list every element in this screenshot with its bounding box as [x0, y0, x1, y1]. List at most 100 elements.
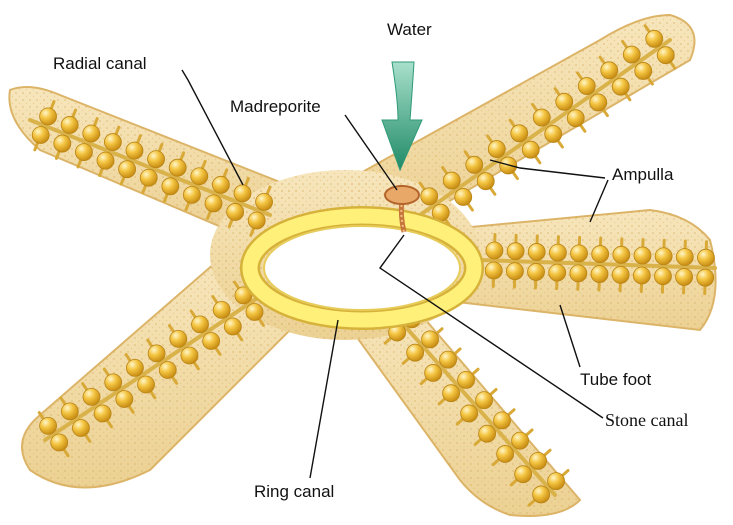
ampulla: [577, 77, 596, 95]
ampulla: [506, 262, 524, 281]
ampullae-rows: [31, 24, 715, 507]
ampulla: [202, 332, 221, 350]
ampulla: [478, 424, 497, 443]
ampulla: [93, 404, 112, 423]
ampulla: [137, 375, 155, 394]
ampulla: [50, 433, 69, 452]
ampulla: [204, 194, 223, 213]
ampulla: [420, 187, 439, 206]
ampulla: [656, 46, 675, 65]
ampulla: [493, 411, 511, 430]
ampulla: [212, 300, 231, 319]
ampulla: [158, 361, 177, 379]
ampulla: [591, 245, 610, 263]
ampulla: [566, 109, 585, 128]
ampulla: [570, 244, 588, 263]
tube-foot-label: Tube foot: [580, 370, 652, 389]
ampulla: [622, 45, 641, 64]
ampulla: [60, 116, 79, 134]
ampulla-leader-upper: [489, 159, 606, 179]
ampulla: [82, 124, 101, 143]
ampulla: [31, 126, 50, 144]
ampulla: [511, 431, 529, 450]
tube-foot-leader: [559, 304, 581, 368]
ampulla: [675, 268, 694, 286]
ampulla: [548, 263, 567, 282]
radial-canal-lower-left: [43, 293, 264, 442]
ampulla: [514, 465, 533, 484]
ampulla: [548, 243, 567, 262]
ampulla: [421, 330, 439, 349]
ampulla: [590, 265, 609, 283]
ampulla: [233, 184, 252, 203]
ampulla: [72, 419, 90, 437]
ampulla: [675, 248, 694, 266]
ampulla: [654, 267, 672, 286]
madreporite-label: Madreporite: [230, 97, 321, 116]
ampulla: [485, 241, 504, 260]
ampulla: [487, 140, 506, 158]
ampulla: [180, 346, 199, 365]
ampulla: [589, 93, 608, 112]
stone-canal-label: Stone canal: [605, 410, 689, 430]
ampulla: [439, 350, 457, 369]
ampulla: [544, 125, 563, 143]
ampulla: [255, 193, 273, 211]
ampulla: [634, 62, 653, 80]
ampulla: [612, 245, 631, 264]
ampulla: [190, 167, 209, 186]
ampulla: [442, 171, 461, 190]
radial-canal-lower-right: [393, 313, 557, 497]
ampulla: [506, 242, 525, 261]
ampulla: [457, 371, 475, 389]
water-arrow: [381, 61, 423, 172]
ampulla: [147, 150, 165, 169]
ampulla: [168, 158, 187, 177]
ampulla: [147, 344, 166, 363]
radial-canal-label: Radial canal: [53, 54, 147, 73]
ampulla: [126, 358, 144, 377]
ampulla: [39, 416, 58, 435]
ampulla: [406, 343, 425, 362]
ampulla: [60, 402, 79, 421]
ampulla: [465, 155, 484, 174]
ring-canal-label: Ring canal: [254, 482, 335, 501]
radial-canals: [28, 38, 717, 497]
ampulla: [600, 61, 619, 80]
radial-canal-upper-right: [418, 38, 672, 217]
ampulla: [510, 124, 529, 143]
ampulla: [104, 373, 123, 392]
ampulla: [442, 384, 461, 403]
ampulla: [460, 404, 479, 423]
radial-canal-leader: [181, 69, 244, 186]
ampulla: [529, 452, 547, 470]
ampulla: [697, 248, 715, 267]
ampulla: [82, 387, 101, 406]
ampulla: [632, 266, 651, 285]
ampulla: [53, 134, 72, 153]
ampulla: [611, 77, 630, 96]
ampulla: [547, 472, 565, 491]
ampulla: [484, 261, 503, 280]
ampulla: [169, 329, 188, 348]
ampulla: [245, 303, 264, 321]
ampulla: [183, 185, 201, 204]
stone-canal-leader: [379, 234, 604, 419]
ampulla: [75, 143, 93, 161]
ampulla: [125, 141, 144, 160]
ampulla-label: Ampulla: [612, 165, 674, 184]
ampulla: [633, 246, 652, 265]
ampulla: [39, 107, 57, 126]
ampulla: [532, 485, 551, 504]
ampulla: [555, 92, 574, 111]
ampulla: [476, 172, 495, 191]
ampulla: [496, 445, 515, 463]
water-label: Water: [387, 20, 432, 39]
ampulla: [139, 168, 158, 187]
ampulla: [696, 268, 715, 287]
ampulla: [527, 243, 546, 261]
ampulla: [532, 108, 551, 127]
ampulla: [96, 151, 115, 170]
ring-canal-leader: [309, 319, 339, 479]
